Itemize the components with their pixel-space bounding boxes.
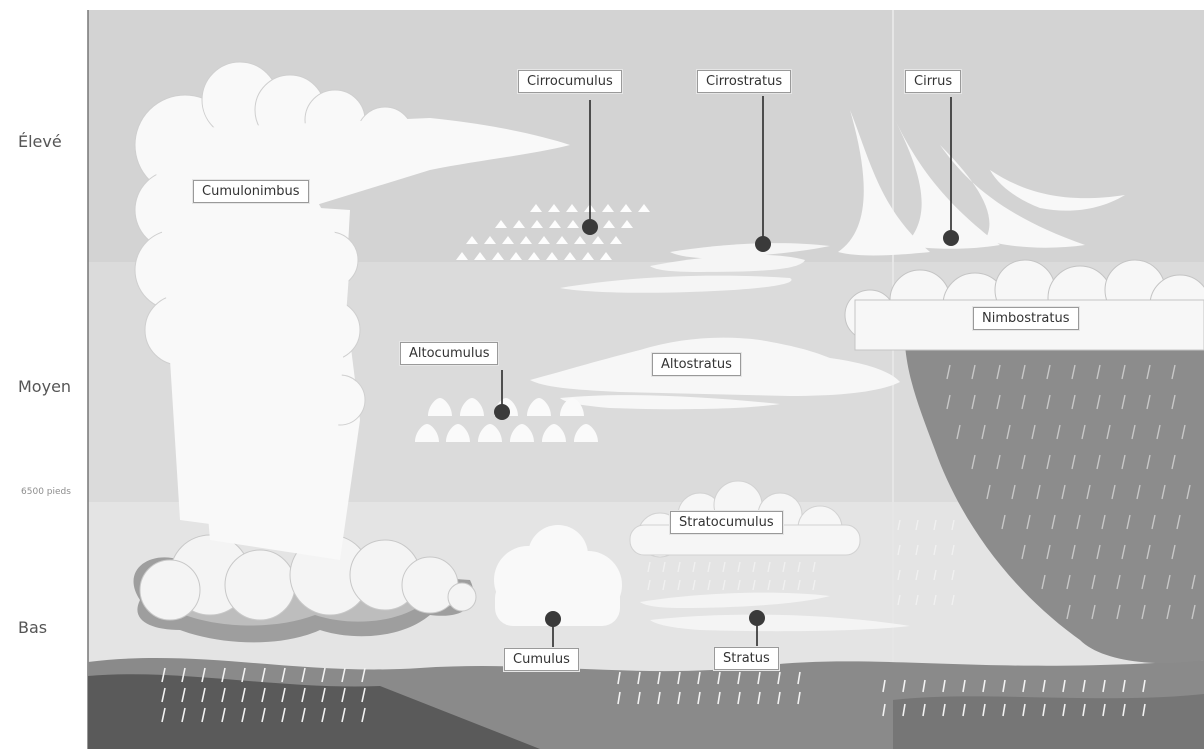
cirrus-cloud <box>838 110 1125 256</box>
cirrocumulus-label: Cirrocumulus <box>518 70 622 93</box>
cirrus-label: Cirrus <box>905 70 962 93</box>
cirrostratus-marker <box>755 236 771 252</box>
stratus-cloud <box>640 592 910 632</box>
stratus-marker <box>749 610 765 626</box>
rain-light-area <box>647 519 955 606</box>
altocumulus-marker <box>494 404 510 420</box>
rain-ground <box>161 667 1146 723</box>
cumulus-label: Cumulus <box>504 648 579 671</box>
cumulus-cloud <box>494 525 622 626</box>
stratus-label: Stratus <box>714 647 779 670</box>
level-high-label: Élevé <box>18 132 62 151</box>
level-low-label: Bas <box>18 618 48 637</box>
ground-dark-right <box>893 694 1204 749</box>
cirrostratus-label: Cirrostratus <box>697 70 792 93</box>
nimbostratus-label: Nimbostratus <box>973 307 1079 330</box>
altocumulus-label: Altocumulus <box>400 342 499 365</box>
nimbostratus-rain-streaks <box>946 364 1196 620</box>
cumulonimbus-label: Cumulonimbus <box>193 180 309 203</box>
altitude-mark-6500ft: 6500 pieds <box>21 487 71 497</box>
altostratus-label: Altostratus <box>652 353 741 376</box>
level-middle-label: Moyen <box>18 377 72 396</box>
cirrostratus-cloud <box>560 243 830 293</box>
cumulus-marker <box>545 611 561 627</box>
leader-markers <box>494 219 959 627</box>
cirrus-marker <box>943 230 959 246</box>
nimbostratus-rain-mass <box>905 345 1204 664</box>
cirrocumulus-marker <box>582 219 598 235</box>
cumulonimbus-cloud <box>133 61 570 643</box>
ground-dark <box>88 674 540 749</box>
stratocumulus-label: Stratocumulus <box>670 511 783 534</box>
